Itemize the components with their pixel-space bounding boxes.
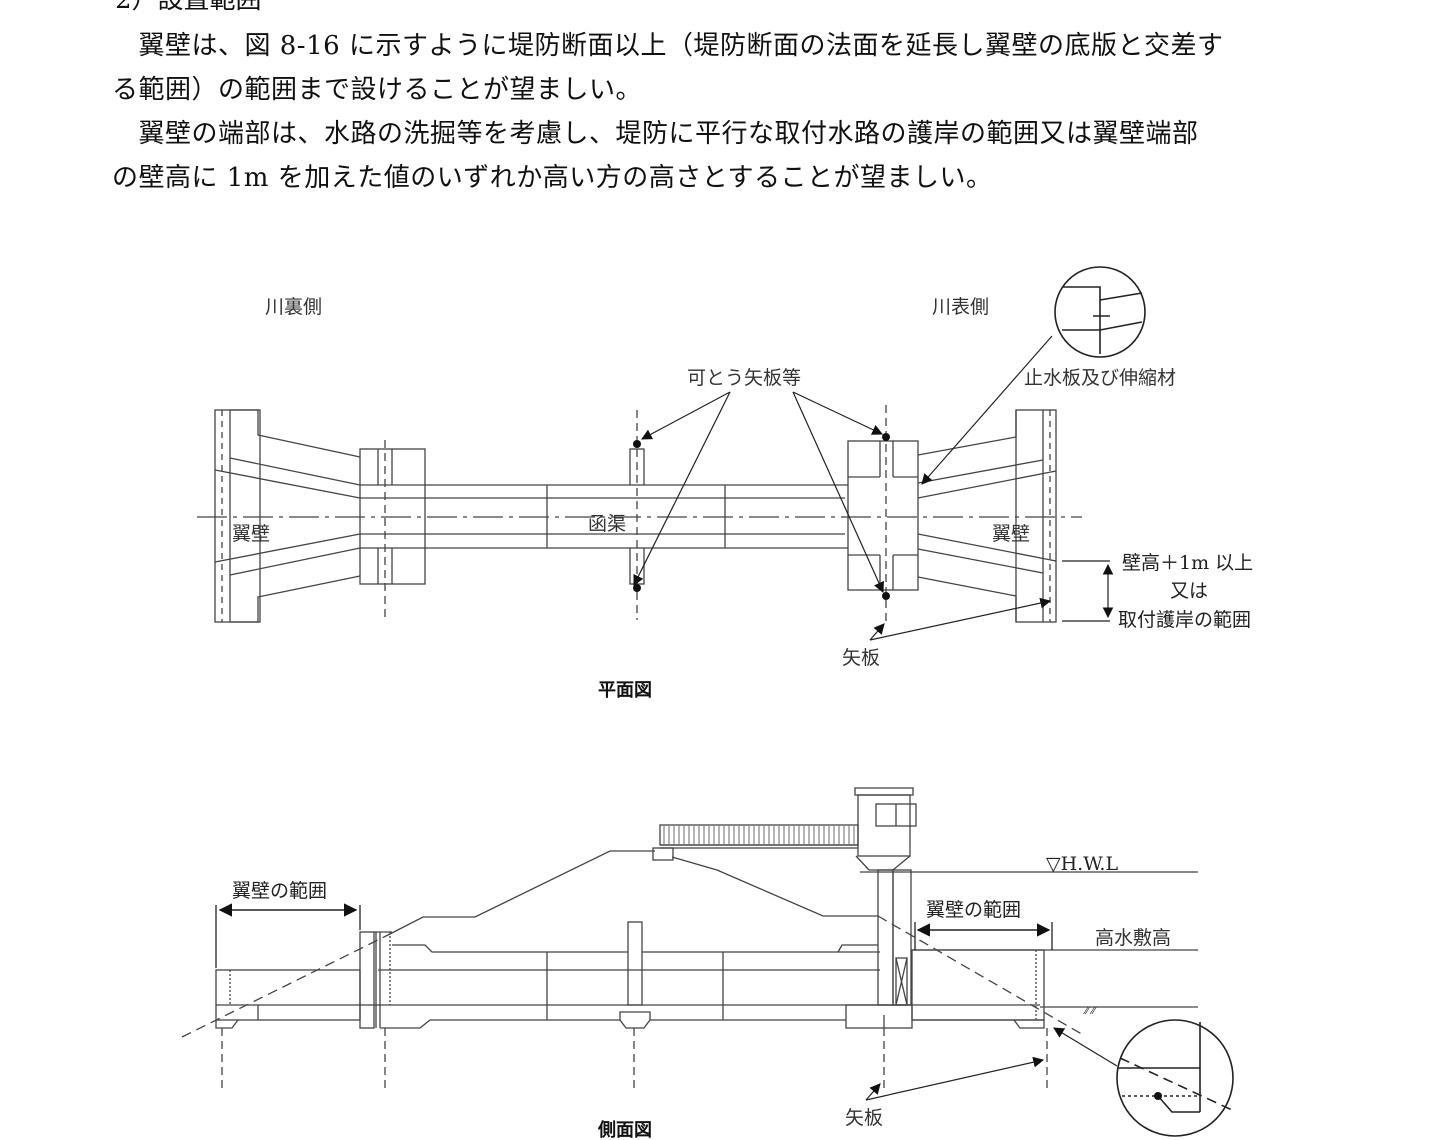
flexible-sheet-pile-label: 可とう矢板等 [687, 367, 801, 389]
waterstop-label: 止水板及び伸縮材 [1024, 367, 1176, 389]
wing-wall-range-right-label: 翼壁の範囲 [926, 899, 1021, 921]
paragraph-2-line-2: の壁高に 1m を加えた値のいずれか高い方の高さとすることが望ましい。 [112, 163, 993, 193]
landside-label: 川裏側 [265, 296, 322, 318]
hwl-label: ▽H.W.L [1046, 853, 1118, 875]
sheet-pile-detail-circle [1053, 1019, 1234, 1137]
sheet-pile-leaders-side [865, 1056, 1045, 1101]
sheet-pile-dot [882, 592, 890, 600]
sheet-pile-dot [633, 440, 641, 448]
plan-view: 川裏側 川表側 可とう矢板等 止水板及び伸縮材 翼壁 [197, 266, 1253, 701]
extended-slope-right [877, 915, 1086, 1037]
paragraph-2-line-1: 翼壁の端部は、水路の洗掘等を考慮し、堤防に平行な取付水路の護岸の範囲又は翼壁端部 [112, 119, 1199, 149]
height-note-line-1: 壁高＋1m 以上 [1122, 552, 1253, 574]
height-dimension [1062, 560, 1114, 622]
right-wing-wall-label: 翼壁 [992, 523, 1030, 545]
waterstop-detail-circle [921, 266, 1146, 485]
left-wing-wall-label: 翼壁 [232, 523, 270, 545]
riverside-label: 川表側 [932, 296, 989, 318]
sheet-pile-label-plan: 矢板 [842, 647, 880, 669]
ground-hatch: ⁄⁄ ⁄⁄ [1083, 1006, 1097, 1017]
left-joint-block [359, 440, 426, 620]
sheet-pile-label-side: 矢板 [845, 1107, 883, 1129]
side-view: 翼壁の範囲 ▽H.W.L 高水敷高 ⁄⁄ ⁄⁄ [181, 787, 1234, 1140]
height-note-line-2: 又は [1170, 580, 1208, 602]
culvert-label: 函渠 [588, 513, 626, 535]
flexible-sheet-pile-leaders [633, 391, 884, 593]
right-wing-wall [917, 409, 1057, 623]
section-heading: 2）設置範囲 [115, 0, 262, 15]
sheet-pile-dot [633, 584, 641, 592]
plan-view-caption: 平面図 [598, 680, 652, 701]
paragraph-1-line-2: る範囲）の範囲まで設けることが望ましい。 [112, 75, 643, 105]
left-wing-wall [214, 409, 361, 623]
sheet-pile-dot [882, 433, 890, 441]
high-water-channel-label: 高水敷高 [1095, 927, 1171, 949]
wing-wall-range-left-label: 翼壁の範囲 [232, 880, 327, 902]
gate-tower [845, 787, 917, 1029]
side-view-caption: 側面図 [597, 1119, 652, 1140]
height-note-line-3: 取付護岸の範囲 [1118, 609, 1251, 631]
walkway-bridge [652, 824, 859, 861]
embankment-profile [387, 850, 655, 936]
paragraph-1-line-1: 翼壁は、図 8-16 に示すように堤防断面以上（堤防断面の法面を延長し翼壁の底版… [112, 31, 1224, 61]
sheet-pile-leaders-plan [869, 597, 1052, 641]
extended-slope-left [181, 934, 389, 1038]
walkway-railing [663, 826, 855, 844]
